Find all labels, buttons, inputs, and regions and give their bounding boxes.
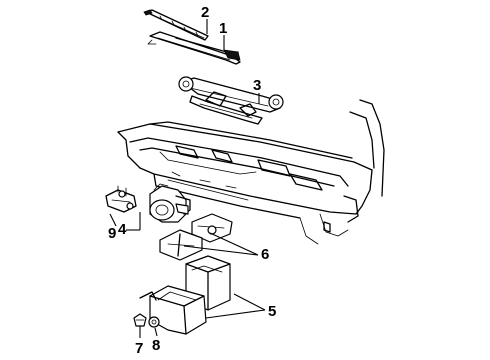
callout-5: 5 xyxy=(268,303,276,320)
washer-pump xyxy=(133,313,147,327)
wiper-arm xyxy=(147,31,241,65)
callout-4: 4 xyxy=(118,221,127,238)
callout-3: 3 xyxy=(253,77,261,94)
washer-reservoir xyxy=(139,255,231,335)
callout-6: 6 xyxy=(261,246,269,263)
cowl-panel xyxy=(117,99,385,245)
callout-1: 1 xyxy=(219,20,227,37)
callout-7: 7 xyxy=(135,340,143,357)
wiper-blade xyxy=(143,9,209,41)
motor-bracket xyxy=(105,185,137,213)
callout-9: 9 xyxy=(108,225,116,242)
pump-grommet xyxy=(148,316,160,328)
leader-lines xyxy=(109,19,266,338)
wiper-linkage xyxy=(178,76,284,125)
wiper-motor xyxy=(149,183,191,223)
mounting-bracket xyxy=(159,213,233,261)
callout-8: 8 xyxy=(152,337,160,354)
callout-2: 2 xyxy=(201,4,209,21)
